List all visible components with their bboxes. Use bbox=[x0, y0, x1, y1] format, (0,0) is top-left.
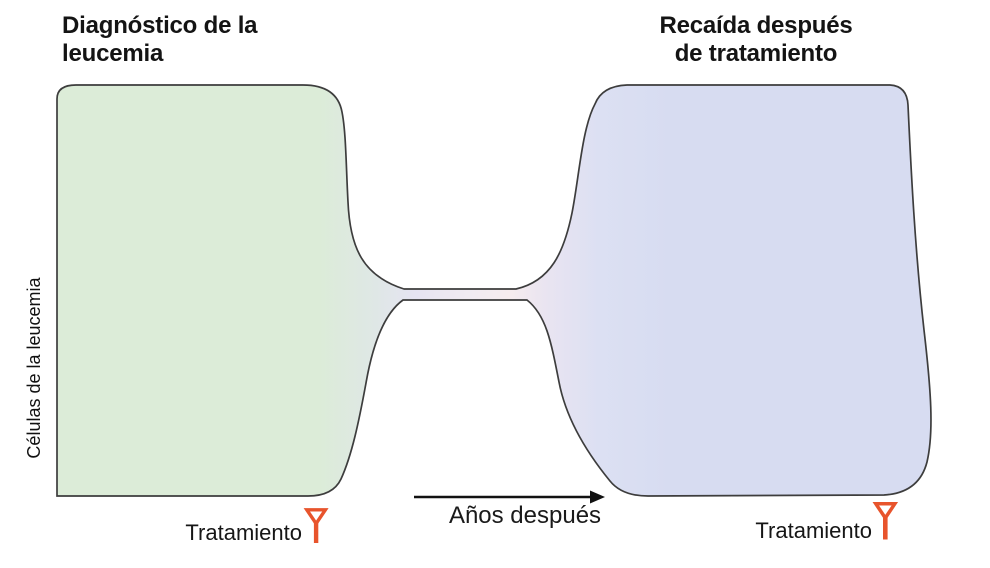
right-title-line1: Recaída después bbox=[659, 12, 853, 39]
y-axis-label: Células de la leucemia bbox=[24, 277, 44, 459]
treatment-label-left: Tratamiento bbox=[185, 520, 302, 545]
tissue-vessel-outline bbox=[56, 84, 932, 497]
left-panel-title: Diagnóstico de la leucemia bbox=[62, 12, 258, 68]
treatment-label-right: Tratamiento bbox=[755, 518, 872, 543]
timeline-label: Años después bbox=[448, 502, 602, 529]
right-title-line2: de tratamiento bbox=[674, 40, 838, 67]
years-later-arrow bbox=[414, 490, 605, 504]
right-panel-title: Recaída después de tratamiento bbox=[598, 12, 914, 68]
left-title-line2: leucemia bbox=[62, 40, 164, 67]
treatment-antibody-icon bbox=[872, 502, 899, 540]
treatment-antibody-icon bbox=[303, 508, 329, 543]
left-title-line1: Diagnóstico de la bbox=[62, 12, 258, 39]
